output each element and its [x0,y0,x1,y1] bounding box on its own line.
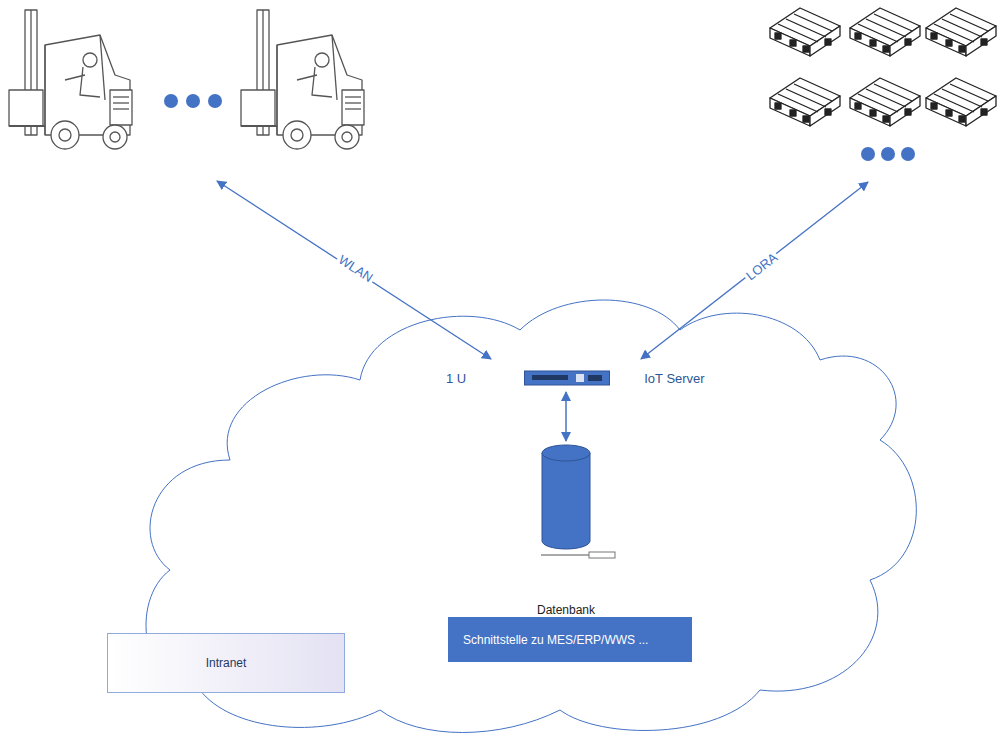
database-label: Datenbank [537,603,595,617]
forklift-icon [9,10,132,149]
link-label: LORA [742,248,782,284]
system-box: Schnittstelle zu MES/ERP/WWS ... [448,617,692,662]
box-label: Intranet [206,656,247,670]
pallet-icon [850,8,920,56]
pallet-icon [850,78,920,126]
connector [565,392,567,441]
pallet-icon [926,8,996,56]
database-node: Datenbank [511,443,621,617]
database-cylinder [511,443,621,563]
ellipsis-dots [164,94,222,108]
rack-unit-label: 1 U [446,371,466,386]
box-label: Schnittstelle zu MES/ERP/WWS ... [463,633,648,647]
lora-link [641,182,868,359]
system-box: Intranet [107,633,345,693]
link-label: WLAN [334,250,377,285]
server-node: 1 U IoT Server [446,370,705,386]
pallet-icon [926,78,996,126]
wlan-link [217,181,491,359]
ellipsis-dots [861,147,915,161]
server-label: IoT Server [644,371,704,386]
pallet-icon [770,78,840,126]
pallet-icon [770,8,840,56]
forklift-icon [241,10,364,149]
server-icon [524,370,610,386]
